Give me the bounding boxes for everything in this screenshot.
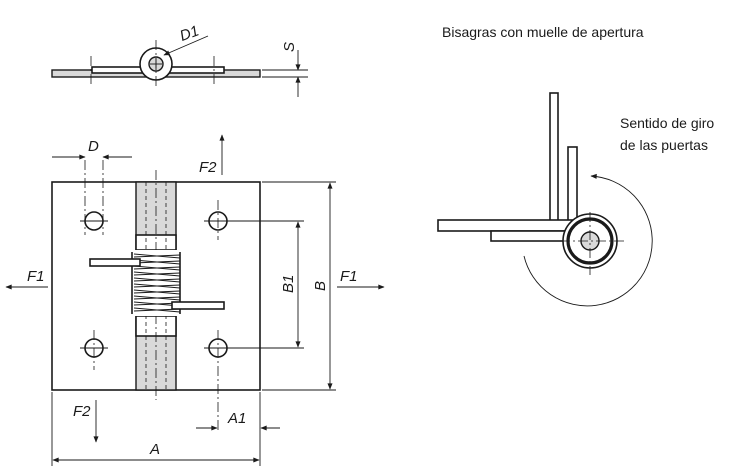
- force-f2-top-label: F2: [199, 159, 217, 176]
- dim-a-label: A: [149, 441, 160, 458]
- dim-a1-label: A1: [227, 410, 246, 427]
- dim-d-label: D: [88, 138, 99, 155]
- dim-d1-label: D1: [178, 22, 202, 45]
- hinge-front-view: D F2 F1 F1 B1 B F2 A1 A: [5, 134, 385, 466]
- force-f1-right-label: F1: [340, 268, 358, 285]
- hinge-opening-side-view: Bisagras con muelle de apertura Sentido …: [437, 24, 714, 307]
- force-f1-left-label: F1: [27, 268, 45, 285]
- hinge-top-profile-view: D1 S: [51, 22, 308, 97]
- force-f2-bottom-label: F2: [73, 403, 91, 420]
- dim-b1-label: B1: [280, 275, 297, 293]
- rotation-note-line-2: de las puertas: [620, 137, 708, 153]
- mounting-hole-top-left: [80, 211, 108, 231]
- rotation-note-line-1: Sentido de giro: [620, 115, 714, 131]
- diagram-title: Bisagras con muelle de apertura: [442, 24, 644, 40]
- dim-b-label: B: [312, 281, 329, 291]
- dim-s-label: S: [281, 42, 298, 52]
